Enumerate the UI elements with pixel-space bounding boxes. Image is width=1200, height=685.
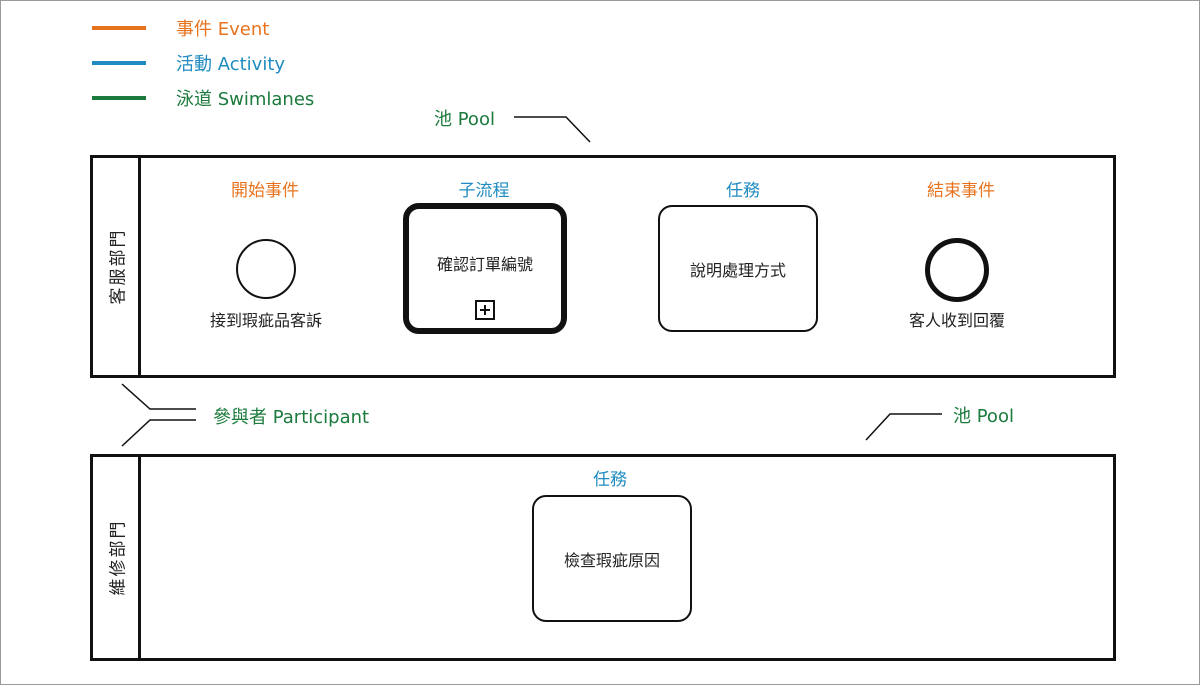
- legend-label-activity: 活動 Activity: [176, 54, 286, 75]
- legend-item-event: 事件 Event: [92, 16, 269, 40]
- lane-name-customer-service: 客服部門: [108, 228, 128, 305]
- legend-item-swimlanes: 泳道 Swimlanes: [92, 86, 314, 110]
- task-check-defect-cause[interactable]: 檢查瑕疵原因: [532, 495, 692, 622]
- legend-label-event: 事件 Event: [176, 19, 270, 40]
- maintenance-task-type-label: 任務: [593, 470, 627, 490]
- pool-customer-service: 客服部門 開始事件 接到瑕疵品客訴 子流程 確認訂單編號 任務 說明處理方式 結…: [90, 155, 1116, 378]
- end-event-type-label: 結束事件: [927, 181, 995, 201]
- legend-label-swimlanes: 泳道 Swimlanes: [176, 89, 315, 110]
- start-event-caption: 接到瑕疵品客訴: [209, 311, 323, 330]
- participant-label: 參與者 Participant: [213, 407, 370, 428]
- pool-bottom-label: 池 Pool: [953, 406, 1014, 427]
- lane-header-maintenance: 維修部門: [93, 457, 141, 658]
- lane-name-maintenance: 維修部門: [108, 519, 128, 596]
- task-type-label: 任務: [726, 181, 760, 201]
- task-explain-handling[interactable]: 說明處理方式: [658, 205, 818, 332]
- end-event-circle[interactable]: [925, 238, 989, 302]
- subprocess-box[interactable]: 確認訂單編號: [403, 203, 567, 334]
- subprocess-text: 確認訂單編號: [436, 254, 533, 274]
- legend-line-activity: [92, 61, 146, 65]
- participant-leader-lower: [121, 419, 196, 447]
- end-event-caption: 客人收到回覆: [908, 311, 1006, 330]
- subprocess-type-label: 子流程: [458, 181, 510, 201]
- start-event-circle[interactable]: [236, 239, 296, 299]
- start-event-type-label: 開始事件: [231, 181, 299, 201]
- pool-top-leader: [514, 116, 591, 143]
- legend-line-event: [92, 26, 146, 30]
- pool-bottom-leader: [865, 413, 942, 441]
- pool-maintenance: 維修部門 任務 檢查瑕疵原因: [90, 454, 1116, 661]
- lane-header-customer-service: 客服部門: [93, 158, 141, 375]
- pool-top-label: 池 Pool: [434, 109, 495, 130]
- task-explain-handling-text: 說明處理方式: [689, 260, 786, 280]
- task-check-defect-cause-text: 檢查瑕疵原因: [563, 550, 660, 570]
- legend-line-swimlanes: [92, 96, 146, 100]
- legend-item-activity: 活動 Activity: [92, 51, 285, 75]
- participant-leader-upper: [121, 383, 196, 410]
- collapsed-subprocess-plus-icon[interactable]: [475, 300, 495, 320]
